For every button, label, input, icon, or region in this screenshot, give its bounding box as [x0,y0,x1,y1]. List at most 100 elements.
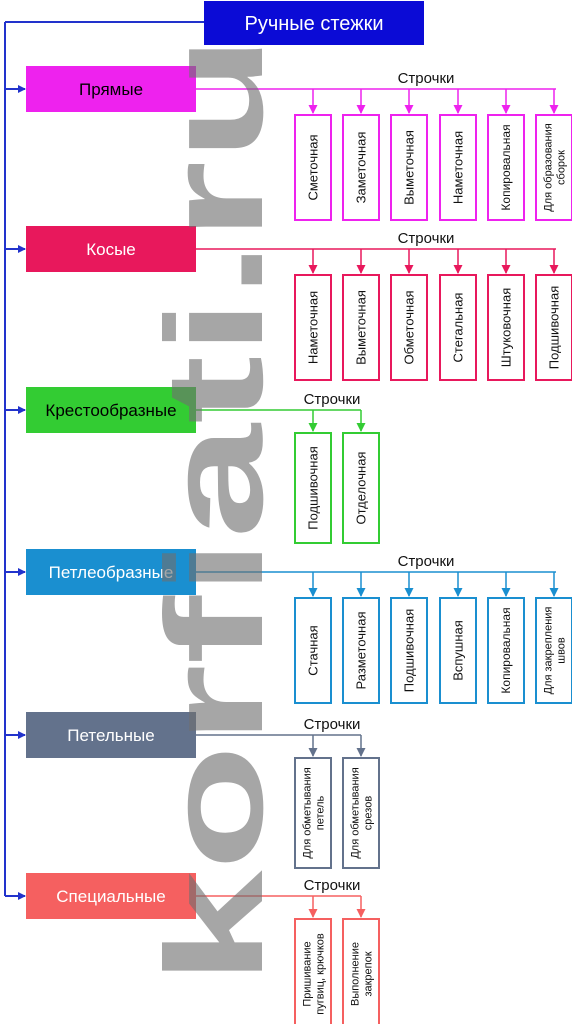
stitch-label: Выполнениезакрепок [349,942,374,1006]
stitch-box [342,114,380,221]
stitch-label-line: Подшивочная [547,286,562,370]
stitch-label-line: Копировальная [499,607,513,693]
stitch-box [390,274,428,381]
stitch-label-line: Для обметывания [349,767,361,858]
stitch-label-line: срезов [362,796,374,831]
stitch-label: Наметочная [306,291,321,364]
category-box [26,387,196,433]
stitch-label-line: Наметочная [451,131,466,204]
stitch-label: Подшивочная [306,446,321,530]
stitch-box [342,274,380,381]
stitch-box [294,597,332,704]
stitch-label-line: сборок [555,150,567,185]
stitch-label: Для образованиясборок [542,123,567,212]
stitch-label: Стегальная [451,293,466,363]
stitch-label-line: Сметочная [306,134,321,200]
stitch-label-line: пугвиц, крючков [314,933,326,1015]
stitch-group-header: Строчки [398,230,455,247]
category-label: Прямые [79,80,143,99]
stitch-label-line: Вспушная [451,620,466,681]
connector-lines [4,21,559,918]
stitch-group-header: Строчки [304,391,361,408]
stitch-label: Копировальная [499,124,513,210]
stitch-label: Заметочная [354,132,369,204]
stitch-box [535,114,572,221]
category-box [26,549,196,595]
stitch-box [294,114,332,221]
stitch-box [294,432,332,544]
stitch-label-line: Отделочная [354,452,369,525]
category-box [26,66,196,112]
stitch-box [342,597,380,704]
stitch-label-line: Выметочная [354,290,369,365]
stitch-label: Вспушная [451,620,466,681]
category-box [26,226,196,272]
stitch-group-header: Строчки [398,70,455,87]
stitch-label-line: Для образования [542,123,554,212]
stitch-label-line: Выметочная [402,130,417,205]
category-label: Специальные [56,887,165,906]
stitch-label-line: Копировальная [499,124,513,210]
stitch-label: Пришиваниепугвиц, крючков [301,933,326,1015]
stitch-box [342,757,380,869]
stitch-label: Выметочная [402,130,417,205]
stitch-label: Выметочная [354,290,369,365]
stitch-label: Отделочная [354,452,369,525]
category-label: Косые [86,240,136,259]
stitch-label: Для закрепленияшвов [542,607,567,695]
stitch-box [487,114,525,221]
category-label: Крестообразные [45,401,176,420]
stitch-label: Сметочная [306,134,321,200]
category-label: Петлеобразные [49,563,174,582]
stitch-label: Копировальная [499,607,513,693]
stitch-label-line: Разметочная [354,612,369,690]
stitch-box [535,597,572,704]
stitch-group-header: Строчки [304,877,361,894]
stitch-label: Для обметыванияпетель [301,767,326,858]
stitch-label-line: Заметочная [354,132,369,204]
stitch-box [390,114,428,221]
stitch-label: Подшивочная [402,609,417,693]
stitch-box [439,114,477,221]
category-box [26,873,196,919]
stitch-box [294,274,332,381]
stitch-label: Стачная [306,625,321,675]
stitch-label: Подшивочная [547,286,562,370]
stitch-box [390,597,428,704]
category-box [26,712,196,758]
stitch-label-line: петель [314,795,326,830]
stitch-label-line: Для обметывания [301,767,313,858]
stitch-box [294,918,332,1024]
stitch-label-line: Подшивочная [402,609,417,693]
stitch-label-line: закрепок [362,951,374,996]
stitch-box [294,757,332,869]
stitch-label-line: Обметочная [402,291,417,365]
stitch-box [439,274,477,381]
stitch-label-line: Наметочная [306,291,321,364]
stitch-label-line: Стегальная [451,293,466,363]
stitch-label-line: Пришивание [301,941,313,1006]
stitch-label-line: Стачная [306,625,321,675]
stitch-label-line: Для закрепления [542,607,554,695]
category-label: Петельные [67,726,154,745]
stitch-box [487,274,525,381]
diagram-title: Ручные стежки [245,13,384,35]
stitch-label: Штуковочная [499,288,514,368]
stitch-group-header: Строчки [398,553,455,570]
stitch-label-line: Подшивочная [306,446,321,530]
stitch-box [535,274,572,381]
stitch-label: Разметочная [354,612,369,690]
stitch-box [487,597,525,704]
stitch-label: Для обметываниясрезов [349,767,374,858]
stitch-group-header: Строчки [304,716,361,733]
watermark: korfiati.ru [138,35,292,985]
stitch-box [342,918,380,1024]
stitch-label: Наметочная [451,131,466,204]
stitch-label-line: Штуковочная [499,288,514,368]
stitch-box [439,597,477,704]
stitch-box [342,432,380,544]
stitch-label: Обметочная [402,291,417,365]
stitch-label-line: швов [555,637,567,664]
